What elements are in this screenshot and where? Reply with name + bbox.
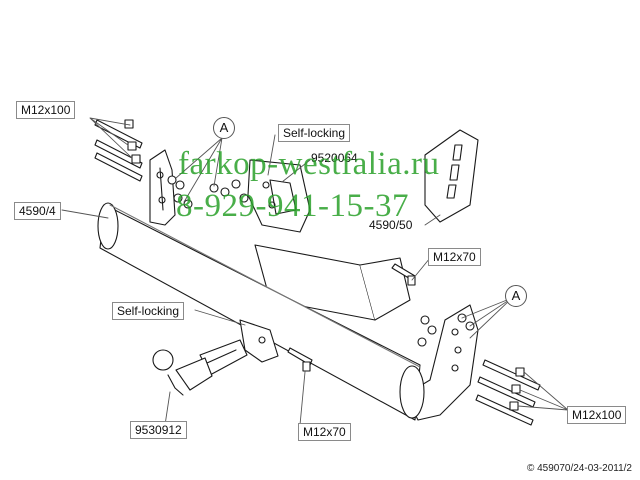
marker-a-top: A [213,117,235,139]
label-bolt-m12x70-bottom: M12x70 [298,423,351,441]
watermark-site: farkop-westfalia.ru [178,146,440,182]
label-bolt-m12x70-top: M12x70 [428,248,481,266]
label-self-locking-bottom: Self-locking [112,302,185,320]
bolts-m12x100-top-left [94,119,249,209]
label-part-9520064: 9520064 [311,151,358,165]
label-self-locking-top: Self-locking [278,124,351,142]
label-bolts-bottom-right: M12x100 [567,406,627,424]
left-bracket [149,149,176,226]
right-bracket-4590-50 [424,129,479,223]
leader-lines [61,117,569,426]
label-ball-part: 9530912 [130,421,187,439]
label-crossbar: 4590/4 [14,202,61,220]
watermark-phone: 8-929-941-15-37 [176,188,409,224]
center-mount-plate [247,159,311,233]
bolt-m12x70-bottom [287,347,313,372]
label-bolts-top-left: M12x100 [16,101,76,119]
copyright-footer: © 459070/24-03-2011/2 [526,463,632,474]
main-cross-tube [97,202,421,421]
tow-ball-assembly [152,319,279,396]
marker-a-right: A [505,285,527,307]
right-end-bracket [399,304,479,421]
label-bracket-right: 4590/50 [369,218,413,232]
